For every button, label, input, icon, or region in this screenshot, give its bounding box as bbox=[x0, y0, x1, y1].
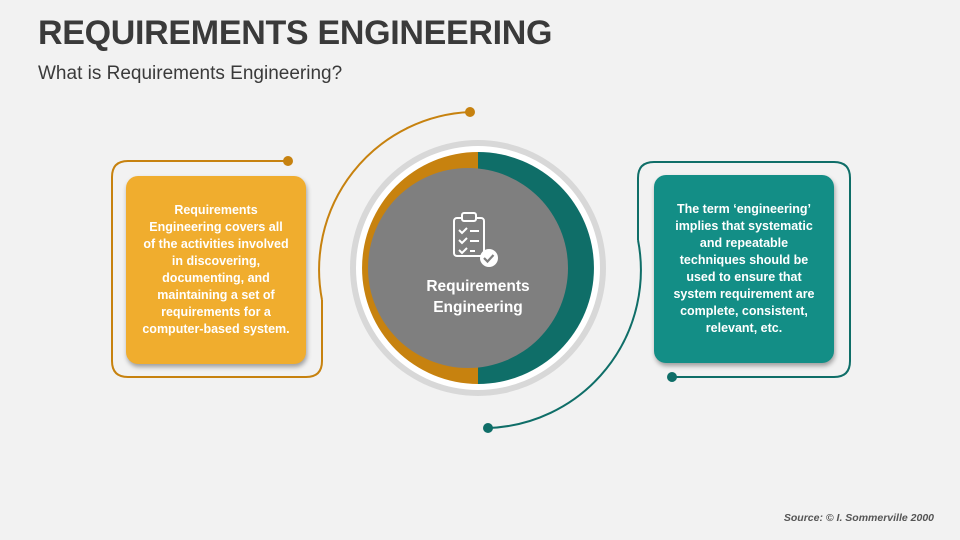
right-info-box: The term ‘engineering’ implies that syst… bbox=[654, 175, 834, 363]
right-outline-frame bbox=[637, 161, 851, 378]
checklist-clipboard-icon bbox=[453, 212, 485, 257]
center-gray-disc bbox=[368, 168, 568, 368]
top-arc-dot bbox=[465, 107, 475, 117]
slide-title: REQUIREMENTS ENGINEERING bbox=[38, 14, 553, 52]
check-mark-icon bbox=[483, 254, 495, 264]
slide-subtitle: What is Requirements Engineering? bbox=[38, 63, 343, 84]
left-info-box: Requirements Engineering covers all of t… bbox=[126, 176, 306, 364]
source-citation: Source: © I. Sommerville 2000 bbox=[783, 512, 934, 524]
right-info-text: The term ‘engineering’ implies that syst… bbox=[673, 202, 815, 335]
bottom-arc-connector bbox=[487, 239, 642, 429]
left-info-text: Requirements Engineering covers all of t… bbox=[142, 203, 290, 336]
bottom-arc-dot bbox=[483, 423, 493, 433]
right-frame-dot bbox=[667, 372, 677, 382]
check-badge-icon bbox=[480, 249, 498, 267]
left-frame-dot bbox=[283, 156, 293, 166]
center-label: Requirements Engineering bbox=[426, 278, 530, 316]
left-outline-frame bbox=[111, 160, 323, 378]
top-arc-connector bbox=[318, 111, 471, 301]
